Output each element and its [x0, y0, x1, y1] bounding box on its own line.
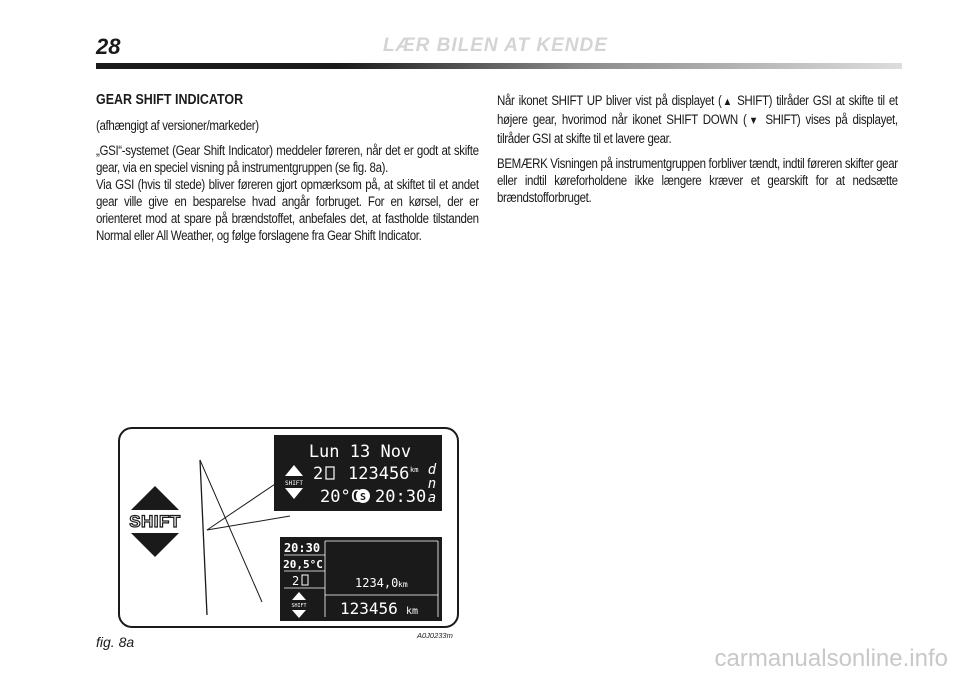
- right-column: Når ikonet SHIFT UP bliver vist på displ…: [497, 92, 898, 214]
- figure-frame: [118, 427, 459, 628]
- section-title: GEAR SHIFT INDICATOR: [96, 92, 244, 108]
- footer-url: carmanualsonline.info: [714, 645, 948, 672]
- running-title: LÆR BILEN AT KENDE: [383, 35, 608, 56]
- paragraph: BEMÆRK Visningen på instrumentgruppen fo…: [497, 156, 898, 205]
- triangle-up-icon: ▲: [721, 96, 734, 108]
- page-number: 28: [96, 34, 121, 59]
- paragraph: Når ikonet SHIFT UP bliver vist på displ…: [497, 93, 898, 146]
- header-rule: [96, 63, 902, 69]
- figure-code: A0J0233m: [417, 631, 453, 640]
- paragraph: „GSI“-systemet (Gear Shift Indicator) me…: [96, 143, 479, 175]
- section-subtitle: (afhængigt af versioner/markeder): [96, 118, 259, 133]
- figure-caption: fig. 8a: [96, 634, 135, 650]
- triangle-down-icon: ▼: [746, 115, 761, 127]
- paragraph: Via GSI (hvis til stede) bliver føreren …: [96, 177, 479, 243]
- left-column: GEAR SHIFT INDICATOR (afhængigt af versi…: [96, 92, 479, 252]
